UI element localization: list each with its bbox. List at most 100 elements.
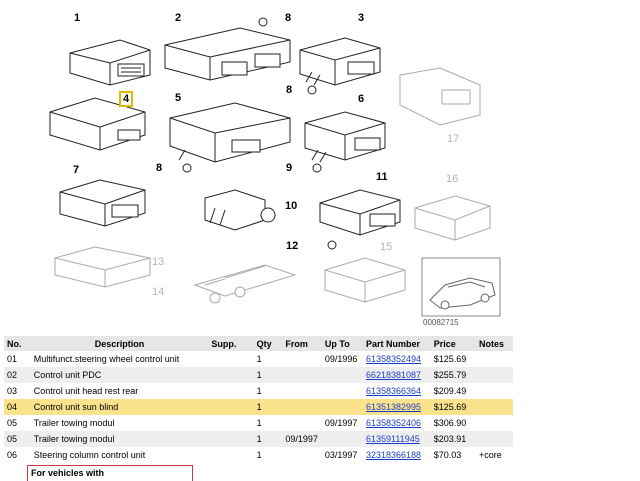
row-description: Trailer towing modul bbox=[30, 431, 209, 447]
part-13-drawing bbox=[54, 246, 151, 288]
row-description: Control unit sun blind bbox=[30, 399, 209, 415]
part-number-link[interactable]: 32318366188 bbox=[365, 450, 422, 460]
row-from bbox=[282, 447, 322, 463]
part-17-drawing bbox=[399, 67, 481, 126]
part-3-drawing bbox=[299, 37, 381, 86]
callout-11[interactable]: 11 bbox=[376, 171, 388, 183]
row-description: Control unit head rest rear bbox=[33, 386, 139, 396]
callout-5[interactable]: 5 bbox=[175, 92, 182, 104]
part-2-drawing bbox=[164, 27, 291, 81]
table-row-selected[interactable]: 04 Control unit sun blind 1 61351382995 … bbox=[4, 399, 513, 415]
table-row[interactable]: 02 Control unit PDC 1 66218381087 $255.7… bbox=[4, 367, 513, 383]
table-row[interactable]: 05 Trailer towing modul 1 09/1997 613583… bbox=[4, 415, 513, 431]
part-number-link[interactable]: 61358352494 bbox=[365, 354, 422, 364]
row-from: 09/1997 bbox=[282, 431, 322, 447]
row-supp bbox=[208, 383, 253, 399]
part-7-drawing bbox=[59, 179, 146, 227]
row-from bbox=[282, 383, 322, 399]
row-no: 05 bbox=[7, 418, 18, 428]
callout-14[interactable]: 14 bbox=[152, 286, 165, 298]
row-price: $203.91 bbox=[430, 431, 476, 447]
row-no: 02 bbox=[4, 367, 31, 383]
callout-16[interactable]: 16 bbox=[446, 173, 459, 185]
callout-8[interactable]: 8 bbox=[156, 162, 163, 174]
row-upto bbox=[322, 383, 363, 399]
header-supp: Supp. bbox=[208, 336, 254, 351]
row-upto bbox=[321, 431, 363, 447]
part-number-link[interactable]: 61351382995 bbox=[365, 402, 422, 412]
part-6-drawing bbox=[304, 111, 386, 163]
callout-17[interactable]: 17 bbox=[447, 133, 460, 145]
callout-1[interactable]: 1 bbox=[74, 12, 81, 24]
table-row[interactable]: 01 Multifunct.steering wheel control uni… bbox=[4, 351, 513, 367]
row-supp bbox=[208, 415, 253, 431]
row-upto: 09/1997 bbox=[324, 418, 358, 428]
row-supp bbox=[208, 431, 254, 447]
callout-6[interactable]: 6 bbox=[358, 93, 365, 105]
row-price: $70.03 bbox=[433, 450, 462, 460]
row-qty: 1 bbox=[256, 450, 262, 460]
row-notes bbox=[475, 399, 513, 415]
parts-table: No. Description Supp. Qty From Up To Par… bbox=[4, 336, 513, 463]
row-qty: 1 bbox=[256, 354, 262, 364]
callout-15[interactable]: 15 bbox=[380, 241, 393, 253]
row-supp bbox=[208, 399, 254, 415]
row-description: Steering column control unit bbox=[33, 450, 146, 460]
car-thumbnail bbox=[421, 257, 501, 317]
header-no: No. bbox=[4, 336, 31, 351]
table-header-row: No. Description Supp. Qty From Up To Par… bbox=[4, 336, 513, 351]
table-row[interactable]: 05 Trailer towing modul 1 09/1997 613591… bbox=[4, 431, 513, 447]
row-from bbox=[282, 351, 322, 367]
header-notes: Notes bbox=[475, 336, 513, 351]
table-row[interactable]: 06 Steering column control unit 1 03/199… bbox=[4, 447, 513, 463]
callout-12[interactable]: 12 bbox=[286, 240, 299, 252]
callout-3[interactable]: 3 bbox=[358, 12, 365, 24]
nuts bbox=[182, 17, 337, 250]
part-number-link[interactable]: 61358366364 bbox=[365, 386, 422, 396]
row-notes bbox=[476, 383, 513, 399]
row-qty: 1 bbox=[256, 418, 262, 428]
row-upto bbox=[321, 367, 363, 383]
part-10-drawing bbox=[204, 189, 276, 231]
part-4-drawing bbox=[49, 97, 146, 151]
row-from bbox=[282, 399, 322, 415]
row-notes bbox=[475, 367, 513, 383]
part-number-link[interactable]: 66218381087 bbox=[365, 370, 422, 380]
callout-8[interactable]: 8 bbox=[285, 12, 292, 24]
part-5-drawing bbox=[169, 102, 291, 163]
part-number-link[interactable]: 61358352406 bbox=[365, 418, 422, 428]
callout-8[interactable]: 8 bbox=[286, 84, 293, 96]
row-price: $125.69 bbox=[433, 354, 467, 364]
header-part-number: Part Number bbox=[362, 336, 431, 351]
parts-diagram: 1 2 8 3 4 5 8 6 17 8 9 7 16 11 10 12 15 … bbox=[49, 12, 501, 327]
header-price: Price bbox=[430, 336, 476, 351]
callout-10[interactable]: 10 bbox=[285, 200, 298, 212]
callout-13[interactable]: 13 bbox=[152, 256, 165, 268]
row-price: $306.90 bbox=[433, 418, 467, 428]
row-no: 06 bbox=[7, 450, 18, 460]
row-price: $255.79 bbox=[430, 367, 476, 383]
callout-7[interactable]: 7 bbox=[73, 164, 80, 176]
header-qty: Qty bbox=[253, 336, 283, 351]
row-no: 05 bbox=[4, 431, 31, 447]
header-from: From bbox=[282, 336, 322, 351]
table-row[interactable]: 03 Control unit head rest rear 1 6135836… bbox=[4, 383, 513, 399]
row-description: Control unit PDC bbox=[30, 367, 209, 383]
row-no: 01 bbox=[7, 354, 18, 364]
row-qty: 1 bbox=[253, 399, 283, 415]
part-1-drawing bbox=[69, 39, 151, 86]
row-supp bbox=[208, 367, 254, 383]
callout-2[interactable]: 2 bbox=[175, 12, 182, 24]
header-upto: Up To bbox=[321, 336, 363, 351]
row-price: $209.49 bbox=[433, 386, 467, 396]
part-16-drawing bbox=[414, 195, 491, 241]
row-no: 03 bbox=[7, 386, 18, 396]
row-upto: 03/1997 bbox=[324, 450, 358, 460]
row-description: Multifunct.steering wheel control unit bbox=[33, 354, 180, 364]
callout-9[interactable]: 9 bbox=[286, 162, 293, 174]
row-upto bbox=[321, 399, 363, 415]
vehicles-with-heading: For vehicles with bbox=[27, 465, 193, 481]
callout-4[interactable]: 4 bbox=[119, 91, 134, 107]
part-number-link[interactable]: 61359111945 bbox=[365, 434, 420, 444]
image-code: 00082715 bbox=[423, 318, 459, 327]
